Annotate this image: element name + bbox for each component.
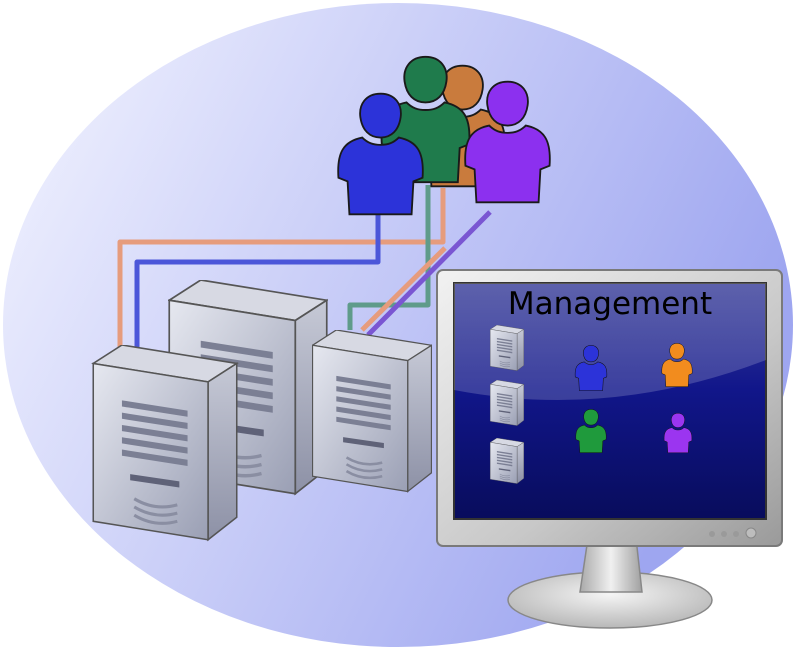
connection-line-salmon: [117, 188, 446, 350]
connection-line-violet: [366, 210, 492, 337]
screen-server-icons: [489, 325, 525, 485]
connection-lines: [117, 185, 492, 350]
server-tower-left: [91, 345, 239, 542]
monitor-icon: Management: [436, 269, 783, 629]
monitor-buttons: [709, 527, 757, 539]
connection-line-blue: [134, 205, 381, 350]
connection-line-salmon-diag: [360, 246, 447, 332]
screen-server-3: [489, 438, 525, 485]
screen-server-1: [489, 325, 525, 372]
screen-title: Management: [508, 286, 712, 322]
server-tower-right: [312, 330, 432, 493]
screen-server-2: [489, 380, 525, 427]
